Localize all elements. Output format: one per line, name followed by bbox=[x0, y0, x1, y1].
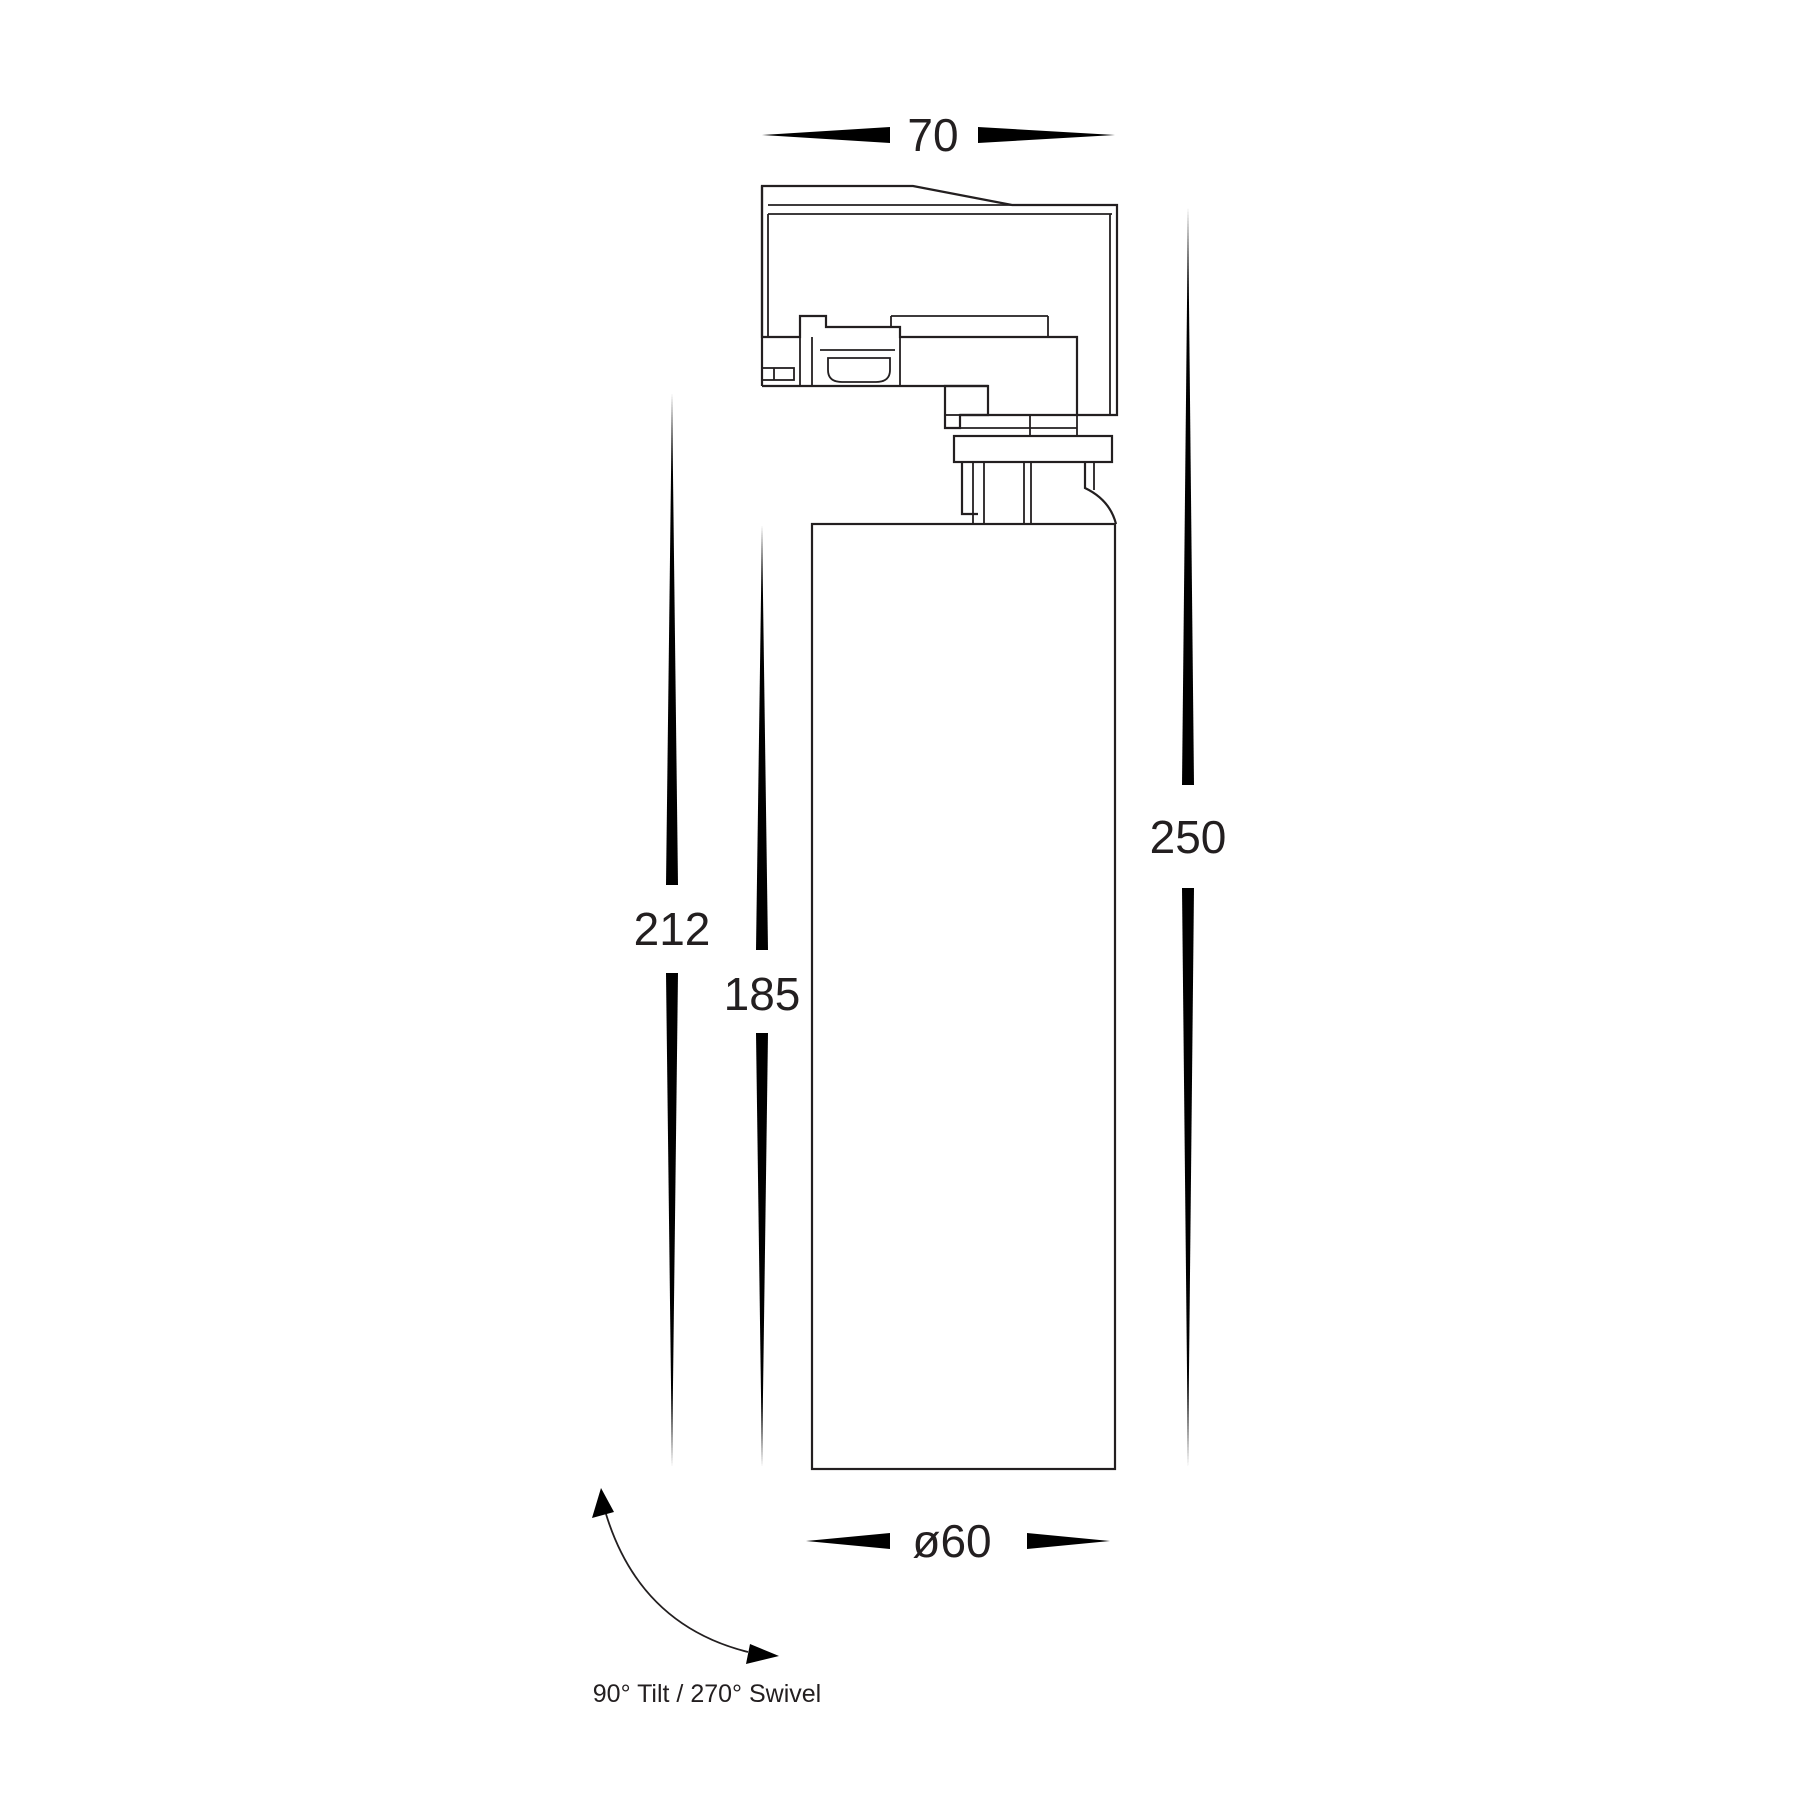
dimension-arrow-right bbox=[978, 127, 1115, 143]
dimension-label-212: 212 bbox=[634, 903, 711, 955]
dimension-arrow-left bbox=[762, 127, 890, 143]
dimension-arrow-up bbox=[756, 525, 768, 950]
track-adaptor bbox=[760, 184, 1119, 417]
dimension-label-70: 70 bbox=[907, 109, 958, 161]
arrow-head-up-icon bbox=[592, 1488, 614, 1518]
dimension-label-diameter: ø60 bbox=[912, 1515, 991, 1567]
tilt-swivel-label: 90° Tilt / 270° Swivel bbox=[593, 1680, 821, 1708]
dimension-arrow-down bbox=[756, 1033, 768, 1467]
dimension-arrow-down bbox=[666, 973, 678, 1467]
dimension-height-212: 212 bbox=[634, 393, 711, 1467]
dimension-arrow-left bbox=[806, 1533, 890, 1549]
track-light-outline bbox=[760, 184, 1119, 1471]
curved-arrow bbox=[605, 1513, 749, 1653]
dimension-label-250: 250 bbox=[1150, 811, 1227, 863]
dimension-height-total: 250 bbox=[1150, 207, 1227, 1467]
dimension-diameter: ø60 bbox=[806, 1515, 1110, 1567]
dimension-width-top: 70 bbox=[762, 109, 1115, 161]
cylinder-body bbox=[810, 522, 1117, 1471]
dimension-arrow-down bbox=[1182, 888, 1194, 1467]
dimension-arrow-right bbox=[1027, 1533, 1110, 1549]
dimension-arrow-up bbox=[1182, 207, 1194, 785]
dimension-label-185: 185 bbox=[724, 968, 801, 1020]
dimension-height-body: 185 bbox=[724, 525, 801, 1467]
arrow-head-right-icon bbox=[746, 1644, 779, 1664]
tilt-swivel-indicator: 90° Tilt / 270° Swivel bbox=[592, 1488, 821, 1708]
swivel-knuckle bbox=[943, 384, 1118, 525]
dimension-arrow-up bbox=[666, 393, 678, 885]
